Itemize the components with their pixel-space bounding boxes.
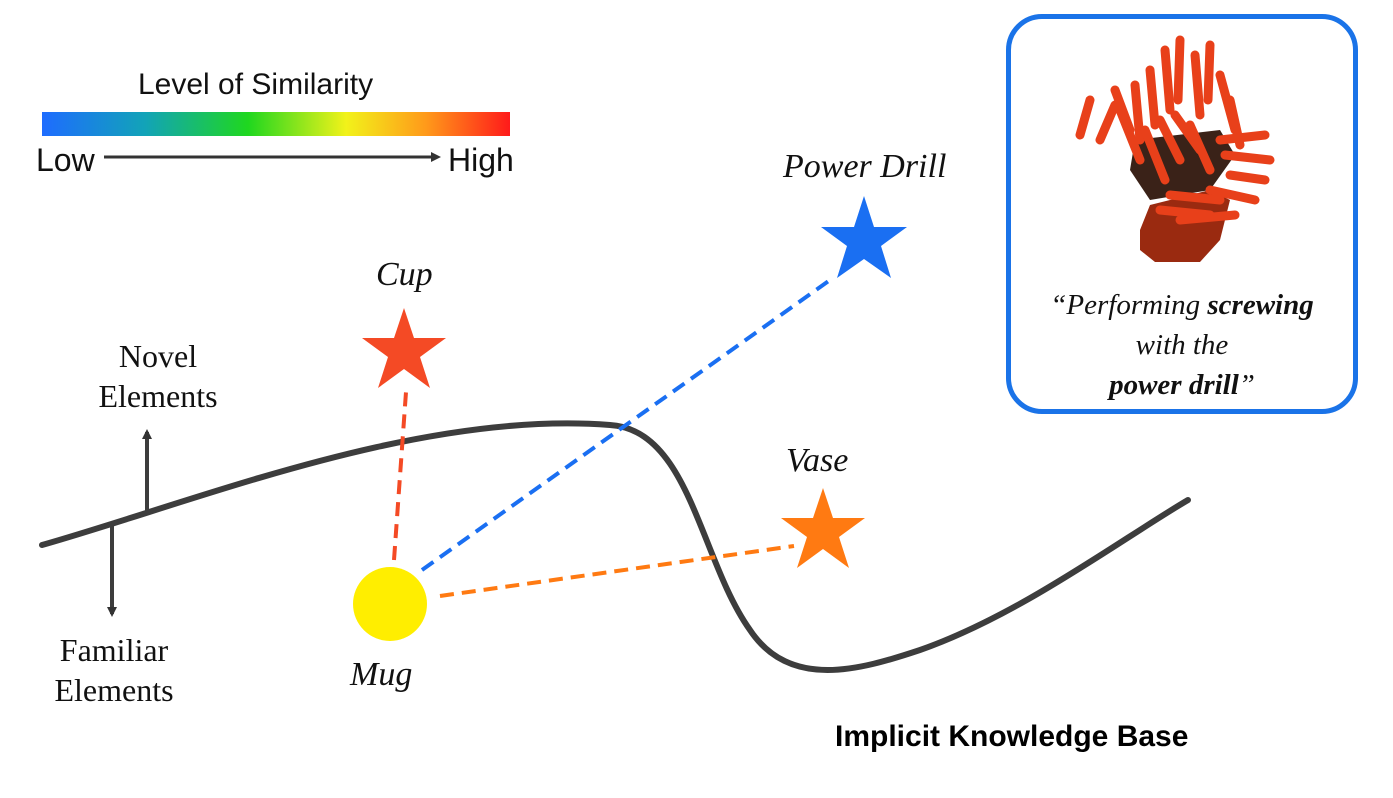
familiar-elements-label: Familiar Elements [54, 632, 174, 708]
mug-drill-link [420, 278, 832, 572]
inset-caption: “Performing screwing with the power dril… [1010, 285, 1354, 405]
similarity-colorbar [42, 112, 510, 136]
knowledge-base-curve [39, 420, 1191, 673]
power-drill-star [821, 196, 907, 278]
caption-mid: with the [1135, 329, 1229, 361]
legend-high-label: High [448, 142, 514, 178]
mug-vase-link [439, 544, 795, 598]
caption-post: ” [1238, 369, 1255, 401]
knowledge-base-title: Implicit Knowledge Base [835, 720, 1189, 753]
caption-bold-power-drill: power drill [1109, 369, 1239, 401]
caption-pre: “Performing [1050, 289, 1208, 321]
novel-elements-label: Novel Elements [98, 338, 218, 414]
cup-label: Cup [376, 256, 433, 293]
caption-bold-screwing: screwing [1207, 289, 1314, 321]
vase-label: Vase [786, 442, 849, 479]
mug-node [353, 567, 427, 641]
mug-label: Mug [350, 656, 413, 693]
mug-cup-link [392, 391, 408, 561]
cup-star [362, 308, 446, 388]
power-drill-label: Power Drill [783, 148, 947, 185]
vase-star [781, 488, 865, 568]
legend-low-label: Low [36, 142, 95, 178]
power-drill-render [1075, 35, 1275, 262]
legend-title: Level of Similarity [138, 68, 374, 101]
